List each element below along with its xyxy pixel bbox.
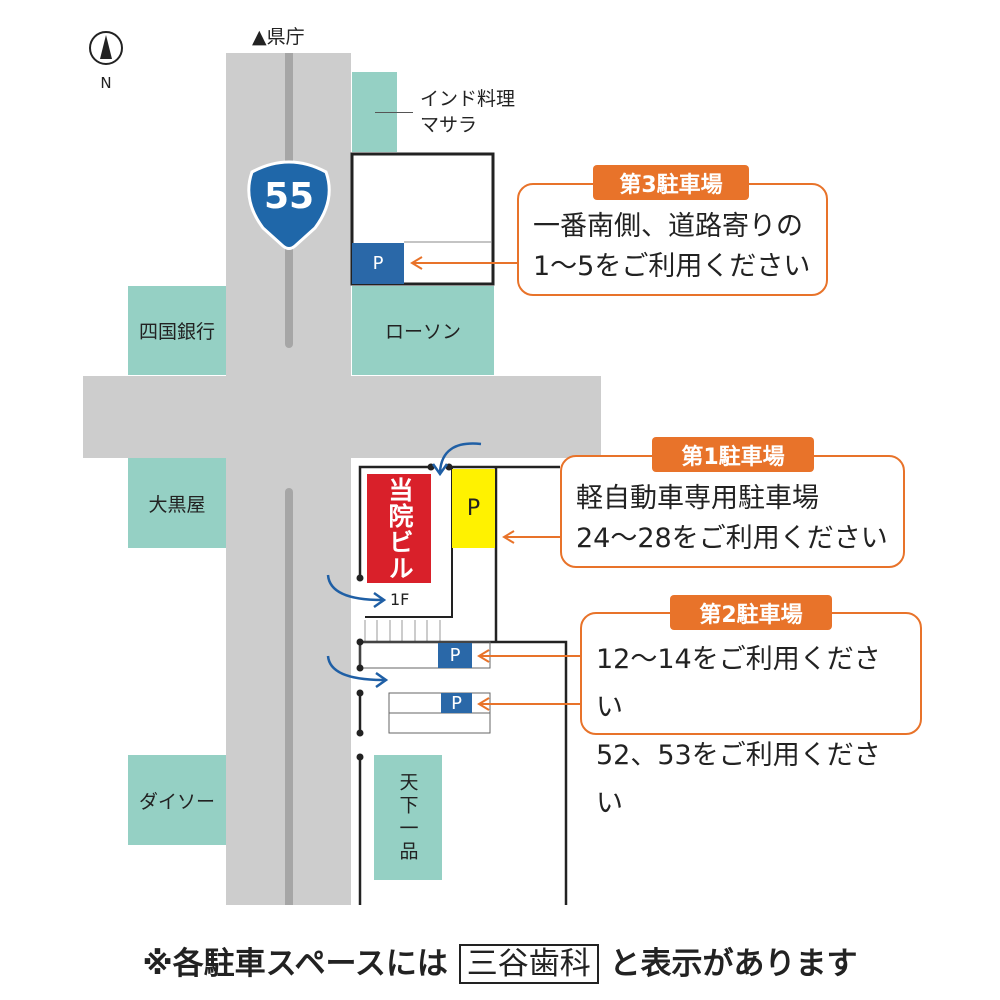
north-arrow-icon [89, 31, 123, 65]
compass-label: N [100, 74, 112, 92]
lot1-line2: 24〜28をご利用ください [576, 523, 888, 554]
lot2-line2: 52、53をご利用ください [596, 740, 881, 819]
parking-lot1-marker: P [452, 469, 495, 548]
parking-lot3-marker: P [352, 243, 404, 284]
lot3-line1: 一番南側、道路寄りの [533, 211, 803, 242]
lot2-title: 第2駐車場 [670, 595, 832, 630]
route-number: 55 [263, 176, 315, 217]
daiso: ダイソー [128, 755, 226, 845]
parking-lot2b-marker: P [441, 693, 472, 714]
footer-suffix: と表示があります [609, 946, 858, 982]
lot2-callout: 12〜14をご利用ください 52、53をご利用ください [580, 612, 922, 819]
footer-prefix: ※各駐車スペースには [142, 946, 448, 982]
compass: N [86, 28, 126, 98]
tenkaippin: 天下一品 [374, 755, 442, 880]
indian-restaurant-label: インド料理 マサラ [420, 88, 516, 136]
clinic-building: 当院ビル [367, 474, 431, 583]
lot3-line2: 1〜5をご利用ください [533, 251, 811, 282]
floor-label: 1F [390, 590, 410, 609]
shikoku-bank: 四国銀行 [128, 286, 226, 375]
north-label: ▲県庁 [252, 26, 305, 48]
daikokuya: 大黒屋 [128, 458, 226, 548]
lot1-title: 第1駐車場 [652, 437, 814, 472]
leader-line [375, 112, 413, 113]
lot1-callout: 軽自動車専用駐車場 24〜28をご利用ください [560, 455, 905, 568]
footer-note: ※各駐車スペースには 三谷歯科 と表示があります [0, 938, 1000, 984]
cross-road [83, 376, 601, 458]
parking-lot2a-marker: P [438, 643, 472, 668]
lawson: ローソン [352, 286, 494, 375]
lot1-line1: 軽自動車専用駐車場 [576, 483, 819, 514]
center-line [285, 488, 293, 905]
lot3-title: 第3駐車場 [593, 165, 749, 200]
lot2-line1: 12〜14をご利用ください [596, 644, 881, 723]
footer-boxed: 三谷歯科 [458, 944, 599, 984]
lot3-callout: 一番南側、道路寄りの 1〜5をご利用ください [517, 183, 828, 296]
